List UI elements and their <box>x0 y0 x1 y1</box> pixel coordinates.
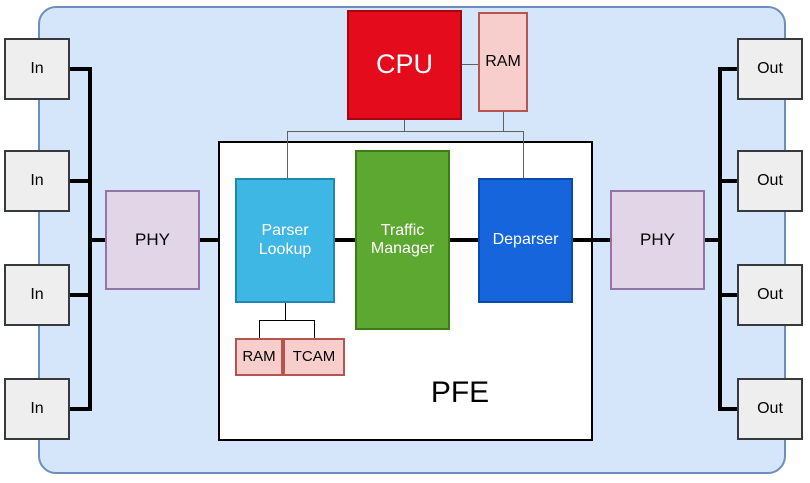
out-port-2: Out <box>737 150 803 212</box>
cpu-drop-line <box>404 120 405 131</box>
cpu-ram-link <box>462 64 478 65</box>
out3-bus-link <box>722 293 737 297</box>
out-port-4: Out <box>737 378 803 440</box>
out-port-3: Out <box>737 264 803 326</box>
out4-bus-link <box>722 407 737 411</box>
traffic-deparser-link <box>450 238 478 242</box>
control-parser-drop <box>287 131 288 178</box>
bus-phyleft-link <box>90 238 105 242</box>
in1-bus-link <box>70 67 88 71</box>
parser-mem-branch <box>259 320 315 321</box>
ram-block: RAM <box>235 338 283 376</box>
out-port-1: Out <box>737 38 803 100</box>
cpu-ram-block: RAM <box>478 12 528 112</box>
in-port-2: In <box>4 150 70 212</box>
deparser-phyright-link <box>573 238 610 242</box>
parser-lookup-block: Parser Lookup <box>235 178 335 303</box>
cpu-block: CPU <box>347 10 462 120</box>
out1-bus-link <box>722 67 737 71</box>
branch-ram-drop <box>259 320 260 338</box>
parser-mem-drop <box>285 303 286 320</box>
pfe-label: PFE <box>430 376 490 409</box>
branch-tcam-drop <box>314 320 315 338</box>
in3-bus-link <box>70 293 88 297</box>
tcam-block: TCAM <box>283 338 345 376</box>
in-port-3: In <box>4 264 70 326</box>
in-port-1: In <box>4 38 70 100</box>
control-deparser-drop <box>523 131 524 178</box>
in4-bus-link <box>70 407 88 411</box>
in2-bus-link <box>70 179 88 183</box>
phy-left-block: PHY <box>105 190 200 290</box>
out2-bus-link <box>722 179 737 183</box>
phyleft-pfe-link <box>200 238 218 242</box>
control-horizontal-line <box>287 131 524 132</box>
output-bus-line <box>718 67 722 411</box>
parser-traffic-link <box>335 238 355 242</box>
in-port-4: In <box>4 378 70 440</box>
phyright-bus-link <box>705 238 720 242</box>
deparser-block: Deparser <box>478 178 573 303</box>
ram-drop-line <box>503 112 504 131</box>
traffic-manager-block: Traffic Manager <box>355 150 450 330</box>
phy-right-block: PHY <box>610 190 705 290</box>
